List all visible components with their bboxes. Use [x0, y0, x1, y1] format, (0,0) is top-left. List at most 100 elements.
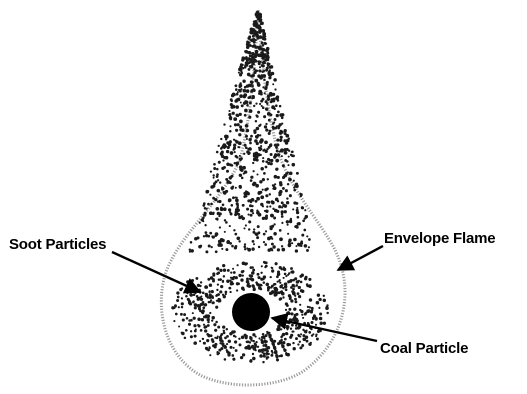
- soot-dot: [195, 328, 197, 330]
- soot-dot: [269, 193, 271, 195]
- soot-dot: [248, 84, 251, 87]
- soot-dot: [256, 70, 258, 72]
- soot-dot: [199, 285, 201, 287]
- soot-dot: [247, 282, 250, 285]
- soot-dot: [249, 109, 253, 113]
- soot-dot: [212, 185, 215, 188]
- soot-dot: [302, 329, 304, 331]
- soot-dot: [266, 206, 268, 208]
- soot-dot: [292, 155, 295, 158]
- soot-dot: [264, 140, 268, 144]
- soot-dot: [261, 284, 263, 286]
- soot-dot: [222, 325, 225, 328]
- soot-dot: [246, 45, 250, 49]
- soot-dot: [277, 273, 281, 277]
- soot-dot: [307, 306, 309, 308]
- soot-dot: [235, 199, 239, 203]
- soot-dot: [277, 111, 280, 114]
- soot-dot: [243, 89, 247, 93]
- soot-dot: [275, 352, 278, 355]
- soot-dot: [235, 245, 238, 248]
- soot-dot: [276, 114, 279, 117]
- soot-dot: [232, 105, 236, 109]
- soot-dot: [326, 312, 328, 314]
- soot-dot: [291, 330, 293, 332]
- soot-dot: [297, 343, 299, 345]
- soot-dot: [273, 121, 275, 123]
- soot-dot: [307, 322, 310, 325]
- soot-dot: [270, 276, 272, 278]
- soot-dot: [304, 209, 306, 211]
- soot-dot: [224, 135, 228, 139]
- soot-dot: [238, 240, 240, 242]
- soot-dot: [255, 103, 257, 105]
- soot-dot: [193, 317, 196, 320]
- soot-dot: [217, 335, 219, 337]
- soot-dot: [251, 247, 254, 250]
- soot-dot: [274, 175, 278, 179]
- soot-dot: [299, 309, 301, 311]
- soot-dot: [222, 264, 225, 267]
- soot-dot: [257, 225, 260, 228]
- soot-dot: [246, 208, 249, 211]
- soot-dot: [255, 233, 259, 237]
- soot-dot: [244, 192, 247, 195]
- soot-dot: [284, 283, 286, 285]
- soot-dot: [282, 187, 285, 190]
- soot-dot: [277, 342, 280, 345]
- soot-dot: [272, 270, 274, 272]
- soot-dot: [284, 204, 287, 207]
- soot-dot: [171, 306, 174, 309]
- soot-dot: [214, 345, 217, 348]
- soot-dot: [263, 55, 265, 57]
- soot-dot: [217, 298, 220, 301]
- soot-dot: [263, 275, 266, 278]
- soot-dot: [219, 269, 222, 272]
- soot-dot: [274, 144, 277, 147]
- soot-dot: [276, 356, 279, 359]
- soot-dot: [310, 328, 312, 330]
- soot-dot: [217, 326, 220, 329]
- soot-dot: [319, 317, 323, 321]
- soot-dot: [242, 262, 245, 265]
- soot-dot: [301, 234, 304, 237]
- soot-dot: [197, 318, 201, 322]
- soot-dot: [211, 338, 214, 341]
- soot-dot: [252, 340, 254, 342]
- soot-dot: [273, 78, 277, 82]
- soot-dot: [211, 316, 214, 319]
- soot-dot: [293, 316, 296, 319]
- soot-dot: [251, 278, 254, 281]
- soot-dot: [297, 216, 300, 219]
- soot-dot: [204, 212, 207, 215]
- soot-dot: [208, 244, 211, 247]
- soot-dot: [290, 312, 293, 315]
- soot-dot: [193, 341, 197, 345]
- soot-dot: [256, 236, 259, 239]
- soot-dot: [266, 283, 270, 287]
- soot-dot: [272, 184, 275, 187]
- soot-dot: [290, 286, 293, 289]
- soot-dot: [236, 236, 240, 240]
- soot-dot: [260, 272, 262, 274]
- soot-dot: [319, 312, 322, 315]
- soot-dot: [270, 159, 273, 162]
- soot-dot: [216, 168, 219, 171]
- soot-dot: [196, 295, 199, 298]
- soot-dot: [259, 27, 261, 29]
- soot-dot: [230, 282, 234, 286]
- soot-dot: [274, 293, 277, 296]
- soot-dot: [210, 203, 213, 206]
- soot-dot: [213, 163, 216, 166]
- soot-dot: [236, 208, 240, 212]
- soot-dot: [273, 346, 275, 348]
- soot-dot: [292, 291, 295, 294]
- soot-dot: [294, 277, 297, 280]
- soot-dot: [301, 290, 304, 293]
- soot-dot: [211, 246, 213, 248]
- soot-dot: [293, 238, 297, 242]
- soot-dot: [266, 358, 268, 360]
- soot-dot: [247, 58, 250, 61]
- soot-dot: [205, 250, 208, 253]
- soot-dot: [285, 353, 288, 356]
